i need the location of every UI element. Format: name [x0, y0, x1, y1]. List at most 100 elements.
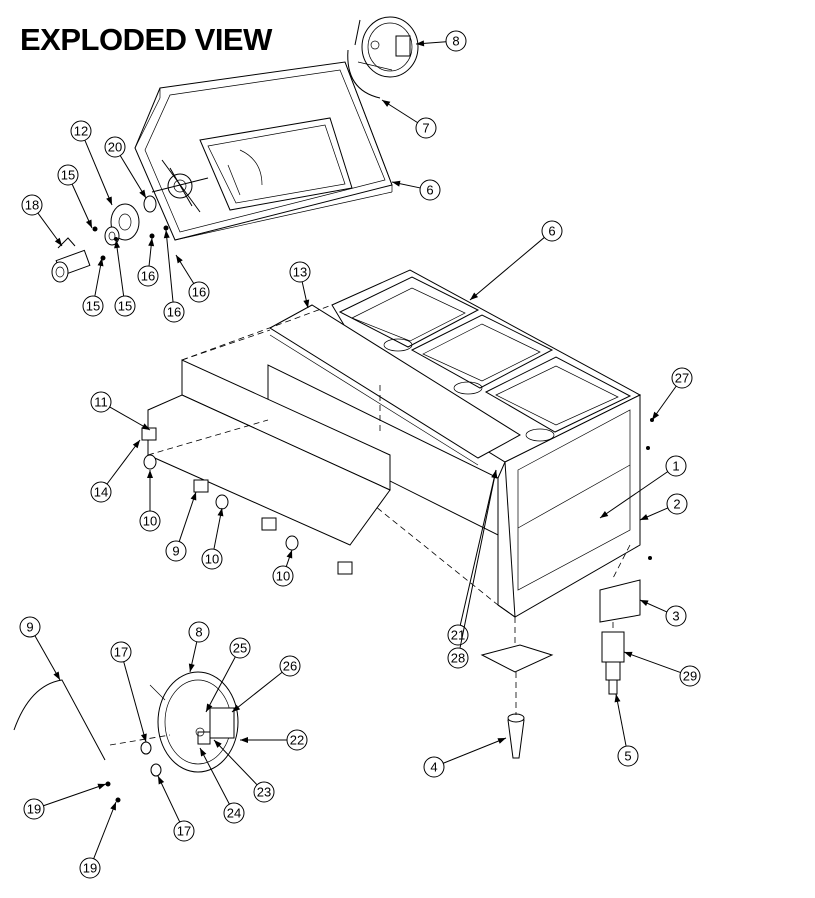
- arrowhead: [141, 423, 150, 430]
- callout-c10b: 10: [201, 507, 224, 570]
- callout-label: 15: [61, 168, 75, 183]
- callout-label: 11: [94, 395, 108, 410]
- callout-c19b: 19: [79, 801, 117, 879]
- leader-line: [469, 237, 545, 301]
- callout-label: 22: [290, 733, 304, 748]
- callout-c16b: 16: [175, 254, 210, 303]
- callout-bubble: [201, 548, 223, 570]
- callout-label: 10: [276, 569, 290, 584]
- cutting-board: [269, 304, 521, 459]
- leader-line: [115, 239, 125, 297]
- callout-label: 14: [94, 485, 108, 500]
- callout-label: 27: [675, 371, 689, 386]
- callout-label: 2: [673, 497, 680, 512]
- arrowhead: [106, 196, 112, 205]
- callout-c13: 13: [289, 261, 311, 309]
- callout-bubble: [223, 802, 245, 824]
- leader-line: [119, 155, 147, 199]
- arrowhead: [232, 704, 241, 712]
- callout-bubble: [272, 565, 294, 587]
- callout-c10c: 10: [272, 549, 294, 587]
- callout-label: 28: [451, 651, 465, 666]
- callout-c16a: 16: [137, 237, 159, 287]
- arrowhead: [54, 237, 62, 246]
- callout-bubble: [419, 179, 441, 201]
- arrowhead: [652, 411, 660, 420]
- callout-c1: 1: [599, 455, 687, 519]
- leader-line: [615, 693, 627, 747]
- control-panel-detail: [13, 671, 239, 803]
- callout-label: 17: [177, 824, 191, 839]
- leader-line: [43, 783, 107, 807]
- leader-line: [165, 229, 174, 303]
- callout-bubble: [541, 220, 563, 242]
- callout-label: 16: [141, 269, 155, 284]
- callout-label: 18: [25, 198, 39, 213]
- wire-harness: [13, 679, 106, 761]
- arrowhead: [624, 651, 633, 658]
- callout-bubble: [90, 481, 112, 503]
- leader-line: [443, 737, 507, 764]
- leader-line: [623, 651, 681, 674]
- callout-label: 26: [283, 659, 297, 674]
- callout-label: 6: [548, 224, 555, 239]
- callout-bubble: [82, 295, 104, 317]
- arrowhead: [416, 40, 425, 47]
- callout-bubble: [445, 30, 467, 52]
- leader-line: [599, 471, 669, 519]
- callout-bubble: [665, 455, 687, 477]
- leader-line: [205, 656, 236, 713]
- callout-c17a: 17: [110, 641, 147, 743]
- arrowhead: [158, 776, 165, 785]
- screws: [646, 418, 654, 560]
- arrowhead: [139, 189, 146, 198]
- callout-label: 20: [108, 140, 122, 155]
- leader-line: [459, 469, 497, 649]
- arrowhead: [392, 180, 401, 187]
- callout-bubble: [665, 605, 687, 627]
- callout-label: 9: [26, 620, 33, 635]
- callout-label: 29: [683, 669, 697, 684]
- arrowhead: [140, 733, 147, 742]
- arrowhead: [217, 508, 224, 517]
- arrowhead: [200, 748, 207, 757]
- callout-bubble: [415, 117, 437, 139]
- callout-c24: 24: [199, 747, 245, 824]
- leg-assembly: [480, 579, 641, 759]
- callout-c16c: 16: [163, 229, 185, 323]
- callout-c26: 26: [231, 655, 301, 713]
- drain-flange: [151, 159, 209, 213]
- callout-c28: 28: [447, 469, 498, 669]
- callout-label: 13: [293, 265, 307, 280]
- callout-bubble: [57, 164, 79, 186]
- leader-line: [106, 439, 141, 485]
- callout-c5: 5: [614, 693, 639, 767]
- callout-label: 16: [192, 285, 206, 300]
- arrowhead: [147, 470, 153, 478]
- callout-c25: 25: [205, 637, 251, 713]
- callout-label: 10: [143, 514, 157, 529]
- diagram-title: EXPLODED VIEW: [20, 22, 272, 57]
- arrowhead: [640, 600, 649, 606]
- callout-c2: 2: [639, 493, 688, 521]
- arrowhead: [85, 219, 92, 228]
- callout-c10a: 10: [139, 470, 161, 532]
- callout-bubble: [110, 641, 132, 663]
- callout-c19a: 19: [23, 783, 107, 820]
- callout-bubble: [139, 510, 161, 532]
- callout-c15a: 15: [57, 164, 93, 229]
- callout-c8b: 8: [188, 621, 210, 673]
- callout-label: 17: [114, 645, 128, 660]
- callout-bubble: [671, 367, 693, 389]
- callout-label: 19: [83, 861, 97, 876]
- callout-bubble: [70, 120, 92, 142]
- callout-label: 7: [422, 121, 429, 136]
- callout-label: 15: [86, 299, 100, 314]
- leader-line: [84, 140, 113, 206]
- rail-knobs: [141, 427, 353, 575]
- leader-line: [459, 469, 497, 626]
- callout-c20: 20: [104, 136, 147, 199]
- callout-c17b: 17: [157, 775, 195, 842]
- callout-c7: 7: [381, 99, 437, 139]
